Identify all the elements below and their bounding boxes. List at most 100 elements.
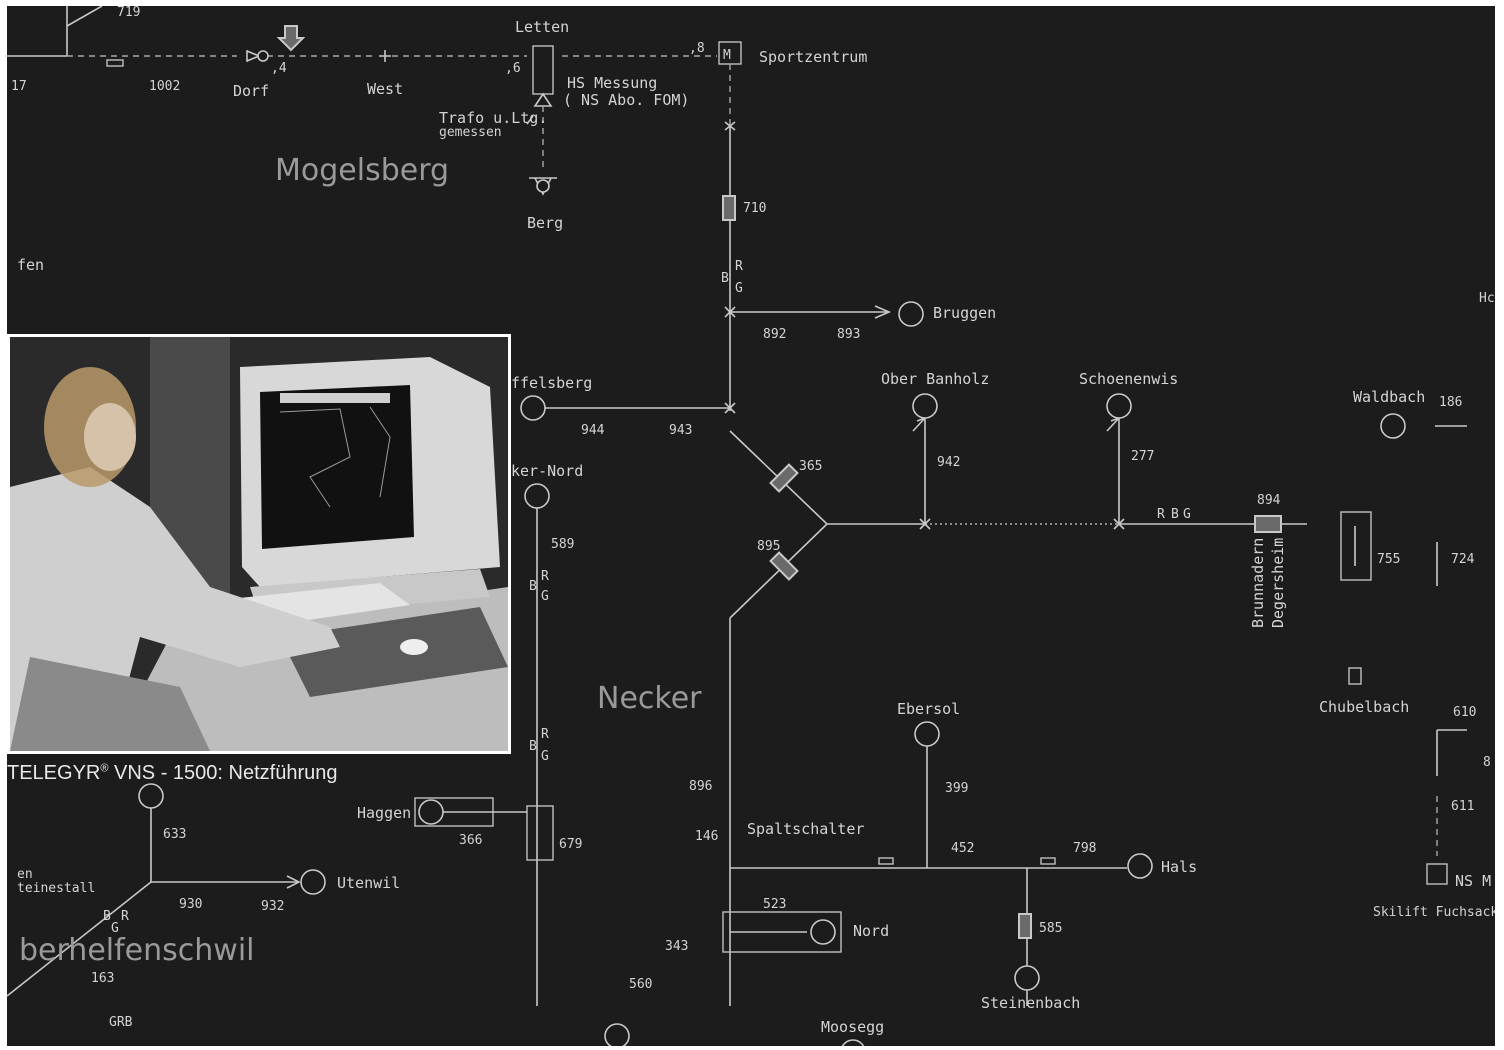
num-343: 343: [665, 939, 688, 954]
num-277: 277: [1131, 449, 1154, 464]
station-679: [526, 805, 554, 861]
label-hals: Hals: [1161, 858, 1197, 876]
marker-b-east: B: [1171, 507, 1179, 522]
num-895: 895: [757, 539, 780, 554]
label-necker-nord: ker-Nord: [511, 462, 583, 480]
label-schoenenwis: Schoenenwis: [1079, 370, 1178, 388]
marker-g-nord: G: [541, 589, 549, 604]
chubelbach-station: [1348, 667, 1362, 685]
trunk-cross-2: [724, 306, 736, 318]
switch-585: [1018, 913, 1032, 939]
trunk-cross-1: [724, 121, 736, 131]
caption-text: VNS - 1500: Netzführung: [108, 762, 338, 784]
trafo-pointer: [526, 115, 534, 125]
num-163: 163: [91, 971, 114, 986]
marker-g-nord-lower: G: [541, 749, 549, 764]
num-755: 755: [1377, 552, 1400, 567]
operator-illustration: [10, 337, 508, 751]
letten-busbar: [532, 45, 554, 95]
label-nord: Nord: [853, 922, 889, 940]
num-589: 589: [551, 537, 574, 552]
label-degersheim: Degersheim: [1269, 538, 1287, 628]
node-haggen: [418, 799, 444, 825]
num-399: 399: [945, 781, 968, 796]
label-steinenbach: Steinenbach: [981, 994, 1080, 1012]
marker-g-east: G: [1183, 507, 1191, 522]
num-8b: 8: [1483, 755, 1491, 770]
ober-banholz-arrow: [912, 417, 926, 432]
label-steinestall: teinestall: [17, 881, 95, 896]
switch-dorf: [246, 49, 262, 63]
num-943: 943: [669, 423, 692, 438]
num-146: 146: [695, 829, 718, 844]
num-932: 932: [261, 899, 284, 914]
num-892: 892: [763, 327, 786, 342]
node-necker-nord: [524, 483, 550, 509]
node-bruggen: [898, 301, 924, 327]
marker-r-trunk: R: [735, 259, 743, 274]
station-755: [1340, 511, 1372, 581]
schoenenwis-feeder: [1113, 418, 1125, 530]
label-moosegg: Moosegg: [821, 1018, 884, 1036]
label-berg: Berg: [527, 214, 563, 232]
label-dorf: Dorf: [233, 82, 269, 100]
node-waldbach: [1380, 413, 1406, 439]
label-fen: fen: [17, 256, 44, 274]
num-798: 798: [1073, 841, 1096, 856]
num-610: 610: [1453, 705, 1476, 720]
letten-transformer: [533, 92, 553, 107]
bruggen-arrow: [874, 305, 892, 319]
switch-west: [379, 50, 391, 62]
label-grb: GRB: [109, 1015, 133, 1030]
node-left-upper: [138, 783, 164, 809]
label-skilift: Skilift Fuchsacke: [1373, 905, 1495, 920]
label-hs-messung: HS Messung: [567, 74, 657, 92]
node-moosegg: [841, 1039, 865, 1046]
node-hals: [1127, 853, 1153, 879]
num-186: 186: [1439, 395, 1462, 410]
num-560: 560: [629, 977, 652, 992]
marker-r-left: R: [121, 909, 129, 924]
inset-photo-frame: [7, 334, 511, 754]
node-mogelsberg: [520, 395, 546, 421]
marker-b-nord-lower: B: [529, 739, 537, 754]
caption: TELEGYR® VNS - 1500: Netzführung: [7, 762, 337, 785]
num-366: 366: [459, 833, 482, 848]
node-berg: [536, 179, 550, 193]
node-steinenbach: [1014, 965, 1040, 991]
region-necker: Necker: [597, 681, 702, 716]
schematic-canvas: M: [7, 6, 1495, 1046]
node-moosegg-left: [604, 1023, 630, 1046]
num-1002: 1002: [149, 79, 180, 94]
num-930: 930: [179, 897, 202, 912]
label-spaltschalter: Spaltschalter: [747, 820, 864, 838]
num-6: ,6: [505, 61, 521, 76]
label-ebersol: Ebersol: [897, 700, 960, 718]
num-633: 633: [163, 827, 186, 842]
num-893: 893: [837, 327, 860, 342]
num-611: 611: [1451, 799, 1474, 814]
label-trafo: Trafo u.Ltg.: [439, 109, 547, 127]
num-17: 17: [11, 79, 27, 94]
num-4: ,4: [271, 61, 287, 76]
num-8: ,8: [689, 41, 705, 56]
line-610: [1436, 729, 1467, 776]
num-944: 944: [581, 423, 605, 438]
label-ober-banholz: Ober Banholz: [881, 370, 989, 388]
caption-brand: TELEGYR: [7, 762, 101, 784]
node-ebersol: [914, 721, 940, 747]
label-brunnadern: Brunnadern: [1249, 538, 1267, 628]
label-gemessen: gemessen: [439, 125, 502, 140]
label-hc: Hc: [1479, 291, 1495, 306]
marker-r-nord-lower: R: [541, 727, 549, 742]
num-719: 719: [117, 6, 140, 20]
breaker-hals-1: [878, 857, 894, 865]
utenwil-arrow: [286, 875, 301, 889]
marker-r-east: R: [1157, 507, 1165, 522]
num-679: 679: [559, 837, 582, 852]
marker-r-nord: R: [541, 569, 549, 584]
node-nord: [810, 919, 836, 945]
label-ns-m: NS M: [1455, 872, 1491, 890]
num-724: 724: [1451, 552, 1475, 567]
num-896: 896: [689, 779, 712, 794]
